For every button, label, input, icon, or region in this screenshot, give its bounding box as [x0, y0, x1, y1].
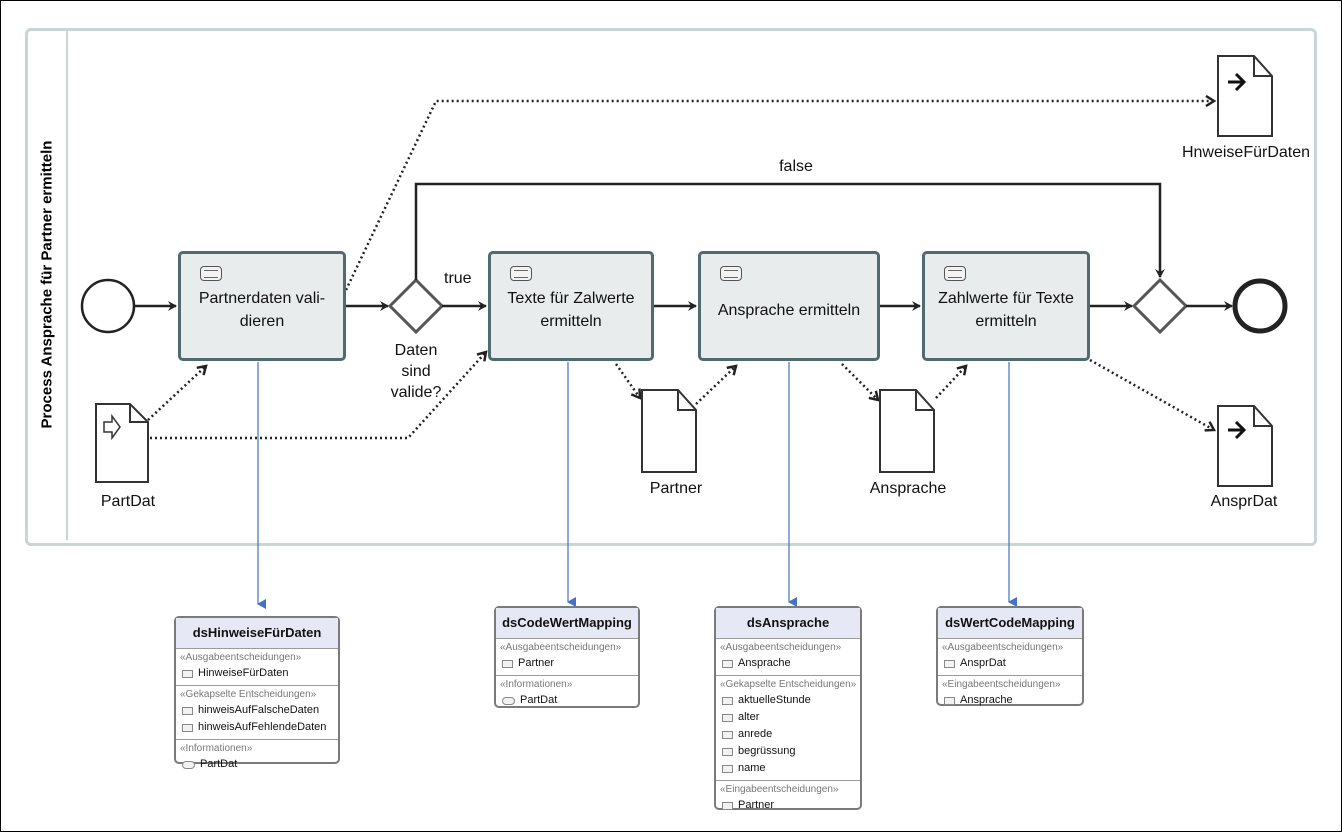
data-object-partner[interactable] [641, 389, 697, 473]
decision-service-title: dsAnsprache [716, 608, 860, 639]
section-input-decisions: «Eingabeentscheidungen» Partner [716, 781, 860, 817]
section-output-decisions: «Ausgabeentscheidungen» AnsprDat [938, 639, 1082, 676]
input-data-item[interactable]: PartDat [496, 692, 638, 709]
assoc-partdat-to-t2[interactable] [150, 352, 486, 440]
task-label: Texte für Zalwerte ermitteln [507, 290, 635, 330]
decision-item[interactable]: alter [716, 709, 860, 726]
task-label: Ansprache ermitteln [717, 301, 861, 319]
assoc-t2-to-partner[interactable] [614, 363, 640, 398]
decision-item[interactable]: AnsprDat [938, 655, 1082, 672]
decision-icon [722, 659, 733, 668]
decision-icon [722, 713, 733, 722]
assoc-t4-to-ansprdat[interactable] [1089, 358, 1214, 430]
data-object-hinweise[interactable] [1217, 55, 1273, 137]
end-event[interactable] [1232, 278, 1288, 334]
input-data-item[interactable]: PartDat [176, 756, 338, 773]
section-output-decisions: «Ausgabeentscheidungen» HinweiseFürDaten [176, 649, 338, 686]
process-pool[interactable] [25, 28, 1317, 546]
decision-icon [502, 659, 513, 668]
decision-service-title: dsCodeWertMapping [496, 608, 638, 639]
section-information: «Informationen» PartDat [176, 740, 338, 776]
assoc-partner-to-t3[interactable] [695, 366, 736, 405]
decision-icon [722, 730, 733, 739]
task-partnerdaten-validieren[interactable]: Partnerdaten vali- dieren [178, 251, 346, 361]
task-texte-fuer-zalwerte[interactable]: Texte für Zalwerte ermitteln [488, 251, 654, 361]
exclusive-gateway-merge[interactable] [1131, 277, 1189, 335]
data-object-label-ansprache: Ansprache [869, 480, 947, 497]
decision-icon [722, 764, 733, 773]
business-rule-icon [720, 266, 742, 281]
gateway-label: Daten sind valide? [390, 342, 442, 401]
section-input-decisions: «Eingabeentscheidungen» Ansprache [938, 676, 1082, 712]
flow-false[interactable] [414, 182, 1165, 280]
section-encapsulated-decisions: «Gekapselte Entscheidungen» hinweisAufFa… [176, 686, 338, 740]
decision-item[interactable]: Ansprache [938, 692, 1082, 709]
data-output-arrow-icon [1228, 420, 1247, 440]
decision-item[interactable]: hinweisAufFalscheDaten [176, 702, 338, 719]
flow-true-label: true [444, 270, 472, 287]
task-ansprache-ermitteln[interactable]: Ansprache ermitteln [698, 251, 880, 361]
decision-icon [182, 723, 193, 732]
business-rule-icon [510, 266, 532, 281]
decision-service-title: dsHinweiseFürDaten [176, 618, 338, 649]
decision-item[interactable]: aktuelleStunde [716, 692, 860, 709]
decision-item[interactable]: Ansprache [716, 655, 860, 672]
section-information: «Informationen» PartDat [496, 676, 638, 712]
section-output-decisions: «Ausgabeentscheidungen» Ansprache [716, 639, 860, 676]
decision-icon [722, 696, 733, 705]
decision-service-ds-ansprache[interactable]: dsAnsprache «Ausgabeentscheidungen» Ansp… [714, 606, 862, 811]
start-event[interactable] [80, 278, 136, 334]
decision-item[interactable]: hinweisAufFehlendeDaten [176, 719, 338, 736]
task-label: Partnerdaten vali- dieren [198, 290, 326, 330]
data-object-label-anspr-dat: AnsprDat [1210, 493, 1278, 510]
decision-icon [722, 801, 733, 810]
decision-service-title: dsWertCodeMapping [938, 608, 1082, 639]
section-output-decisions: «Ausgabeentscheidungen» Partner [496, 639, 638, 676]
data-output-arrow-icon [1228, 72, 1247, 92]
decision-item[interactable]: name [716, 760, 860, 777]
exclusive-gateway-valid[interactable] [387, 277, 445, 335]
decision-item[interactable]: begrüssung [716, 743, 860, 760]
section-encapsulated-decisions: «Gekapselte Entscheidungen» aktuelleStun… [716, 676, 860, 781]
decision-item[interactable]: Partner [496, 655, 638, 672]
data-object-label-partdat: PartDat [100, 493, 156, 510]
task-label: Zahlwerte für Texte ermitteln [938, 290, 1074, 330]
data-object-label-hinweise: HnweiseFürDaten [1181, 144, 1311, 161]
data-object-label-partner: Partner [649, 480, 703, 497]
data-object-partdat[interactable] [95, 403, 149, 483]
assoc-ansprache-to-t4[interactable] [935, 366, 966, 399]
decision-icon [182, 669, 193, 678]
decision-item[interactable]: HinweiseFürDaten [176, 665, 338, 682]
decision-service-ds-hinweise[interactable]: dsHinweiseFürDaten «Ausgabeentscheidunge… [174, 616, 340, 770]
assoc-t3-to-ansprache[interactable] [841, 363, 878, 400]
assoc-partdat-to-validate[interactable] [147, 366, 206, 421]
data-object-anspr-dat[interactable] [1217, 405, 1273, 487]
data-object-ansprache[interactable] [879, 389, 935, 473]
decision-item[interactable]: anrede [716, 726, 860, 743]
decision-icon [944, 659, 955, 668]
decision-icon [944, 696, 955, 705]
business-rule-icon [944, 266, 966, 281]
decision-icon [722, 747, 733, 756]
decision-service-ds-wert-code-mapping[interactable]: dsWertCodeMapping «Ausgabeentscheidungen… [936, 606, 1084, 706]
decision-item[interactable]: Partner [716, 797, 860, 814]
input-data-icon [182, 760, 195, 769]
flow-false-label: false [779, 158, 813, 175]
decision-service-ds-code-wert-mapping[interactable]: dsCodeWertMapping «Ausgabeentscheidungen… [494, 606, 640, 708]
decision-icon [182, 706, 193, 715]
pool-label-separator [66, 30, 68, 540]
business-rule-icon [200, 266, 222, 281]
task-zahlwerte-fuer-texte[interactable]: Zahlwerte für Texte ermitteln [922, 251, 1090, 361]
input-data-icon [502, 696, 515, 705]
data-input-arrow-icon [103, 413, 121, 441]
